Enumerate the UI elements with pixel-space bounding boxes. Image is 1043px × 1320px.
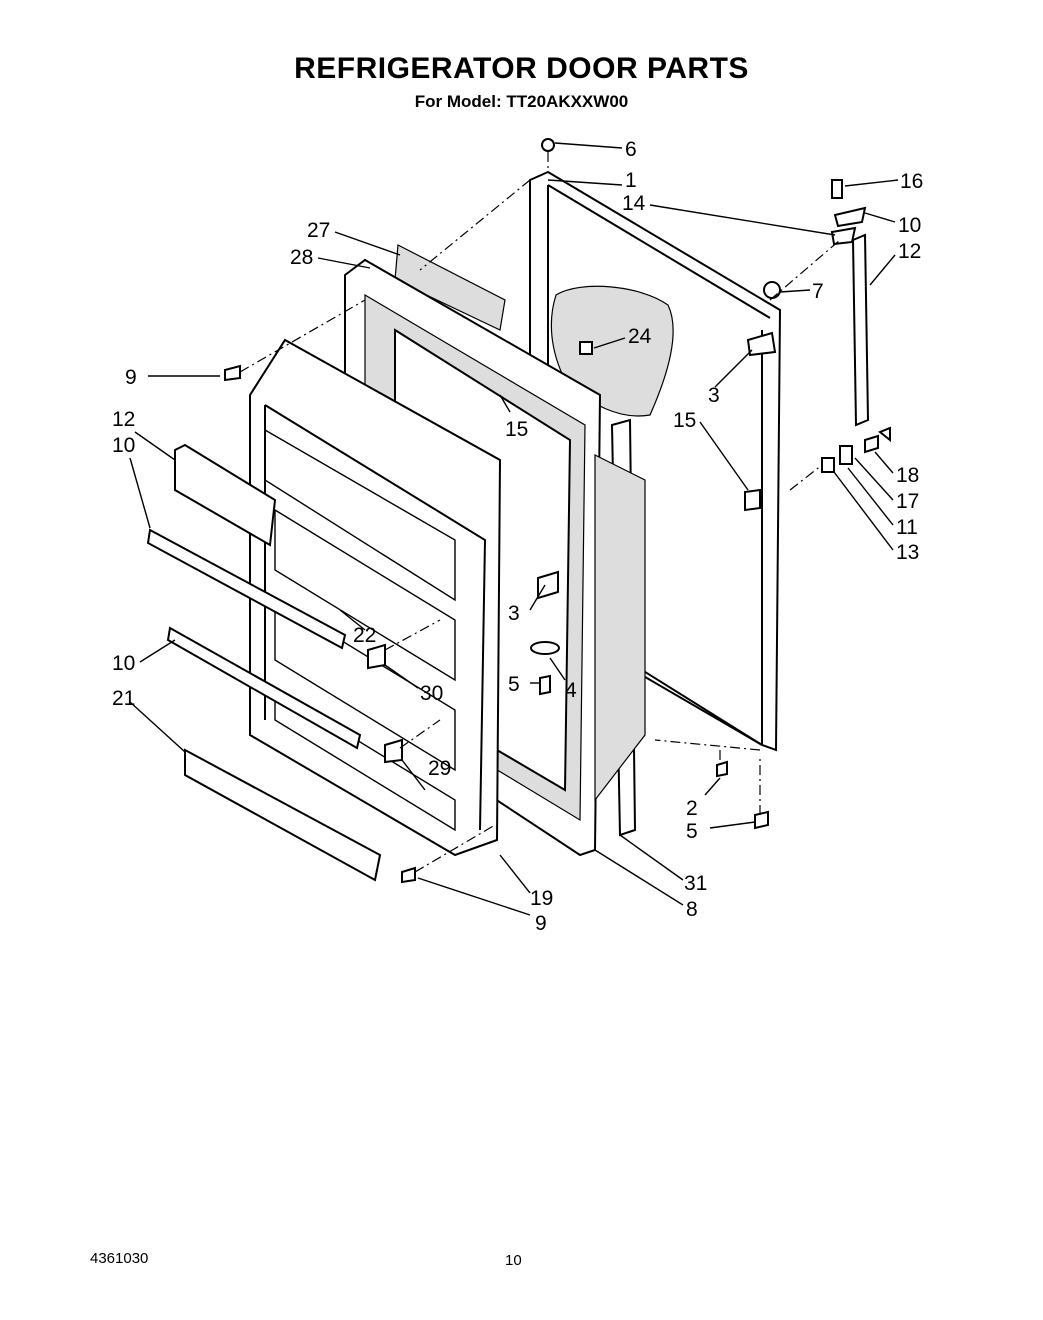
side-trim-strip [594, 418, 646, 837]
callout-labels: 6 1 16 14 10 27 12 28 7 24 9 3 15 15 12 … [112, 138, 923, 935]
callout-12: 12 [898, 240, 921, 263]
callout-6: 6 [625, 138, 637, 161]
callout-21: 21 [112, 687, 135, 710]
callout-3: 3 [708, 384, 720, 407]
callout-31: 31 [684, 872, 707, 895]
callout-15: 15 [505, 418, 528, 441]
callout-11: 11 [896, 516, 918, 539]
callout-7: 7 [812, 280, 824, 303]
callout-14: 14 [622, 192, 646, 215]
callout-9: 9 [125, 366, 137, 389]
document-number: 4361030 [90, 1250, 149, 1267]
page-title: REFRIGERATOR DOOR PARTS [294, 52, 749, 85]
callout-10: 10 [898, 214, 921, 237]
callout-1: 1 [625, 169, 637, 192]
callout-27: 27 [307, 219, 330, 242]
callout-19: 19 [530, 887, 553, 910]
callout-9: 9 [535, 912, 547, 935]
callout-22: 22 [353, 624, 376, 647]
inner-door-liner [249, 338, 502, 857]
callout-10: 10 [112, 652, 135, 675]
callout-3: 3 [508, 602, 520, 625]
model-subtitle: For Model: TT20AKXXW00 [414, 92, 629, 111]
callout-12: 12 [112, 408, 135, 431]
leader-lines [129, 142, 899, 916]
small-hardware [224, 138, 891, 884]
callout-24: 24 [628, 325, 652, 348]
insulation-strip [394, 244, 506, 331]
door-shelves [146, 443, 382, 882]
callout-5: 5 [508, 673, 520, 696]
callout-5: 5 [686, 820, 698, 843]
callout-28: 28 [290, 246, 313, 269]
callout-15: 15 [673, 409, 696, 432]
callout-18: 18 [896, 464, 919, 487]
callout-2: 2 [686, 797, 698, 820]
callout-10: 10 [112, 434, 135, 457]
callout-17: 17 [896, 490, 919, 513]
callout-16: 16 [900, 170, 923, 193]
callout-29: 29 [428, 757, 451, 780]
callout-13: 13 [896, 541, 919, 564]
alignment-lines [239, 152, 841, 873]
callout-8: 8 [686, 898, 698, 921]
callout-30: 30 [420, 682, 443, 705]
callout-4: 4 [565, 679, 577, 702]
page-number: 10 [505, 1252, 522, 1269]
door-handle [851, 233, 870, 427]
